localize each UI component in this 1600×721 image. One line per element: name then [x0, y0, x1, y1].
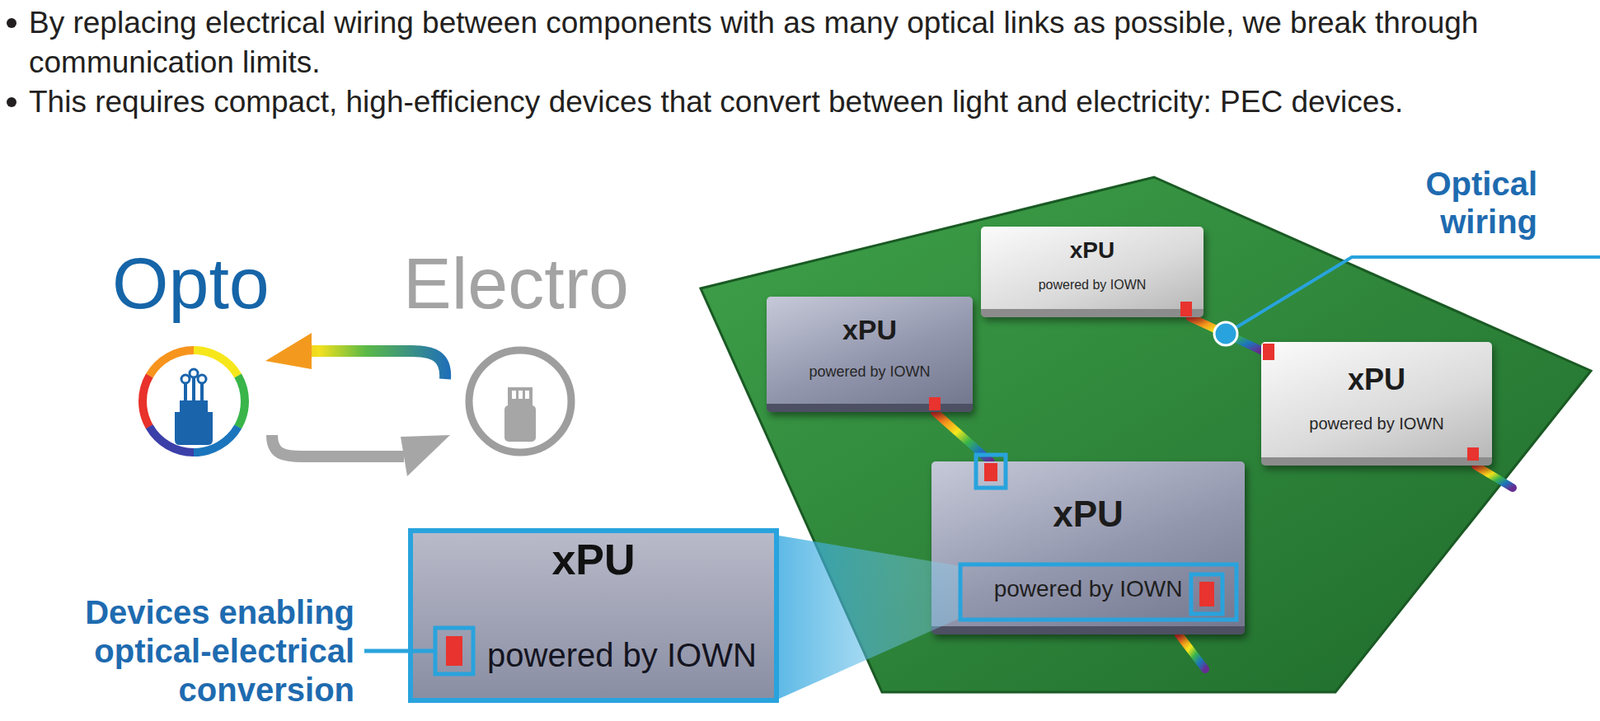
chip-name: xPU: [842, 314, 897, 346]
chip-name: xPU: [1052, 494, 1124, 535]
bullet-text: By replacing electrical wiring between c…: [28, 3, 1579, 83]
pec-device: [1467, 447, 1479, 461]
optical-wire-stub: [1475, 465, 1513, 488]
fiber-end: [181, 375, 190, 384]
chip-marking: powered by IOWN: [1038, 277, 1147, 293]
chip-package: xPU powered by IOWN: [766, 296, 973, 413]
optical-wire: [1190, 317, 1262, 351]
highlight-box: [435, 628, 474, 675]
plug-neck: [179, 400, 208, 414]
callout-label: Devices enabling optical-electrical conv…: [16, 593, 355, 710]
chip-name: xPU: [1069, 238, 1115, 264]
bullet-text: This requires compact, high-efficiency d…: [28, 82, 1579, 122]
chip-package: xPU powered by IOWN: [980, 226, 1204, 318]
conversion-arrow: [306, 351, 446, 380]
fiber-end: [197, 375, 207, 384]
chip-name: xPU: [551, 536, 635, 584]
arrowhead: [400, 435, 451, 477]
ring-segment: [123, 331, 263, 471]
chip-name: xPU: [1347, 363, 1406, 397]
chip-marking: powered by IOWN: [808, 364, 930, 381]
pin: [511, 390, 517, 399]
chip-marking: powered by IOWN: [1309, 414, 1444, 433]
ring-segment: [123, 331, 263, 471]
highlight-box: [975, 455, 1006, 488]
leader-line: [364, 649, 436, 654]
concept-label: Opto: [112, 247, 270, 320]
bullet: [6, 97, 17, 108]
concept-label: Electro: [403, 247, 629, 320]
opto-icon: [123, 331, 263, 471]
fiber-end: [189, 369, 198, 378]
pec-device: [445, 636, 463, 667]
plug-cap: [507, 387, 533, 408]
pin: [518, 390, 523, 399]
optical-wire-stub: [1178, 634, 1206, 670]
ring: [469, 350, 572, 453]
highlight-box: [1191, 574, 1223, 615]
arrowhead: [265, 333, 312, 370]
plug-body: [174, 412, 213, 446]
leader-line: [1225, 257, 1600, 334]
ring-segment: [123, 331, 263, 471]
plug-body: [504, 405, 536, 442]
electro-icon: [469, 350, 572, 453]
ring-segment: [123, 331, 263, 471]
chip-marking: powered by IOWN: [487, 637, 757, 674]
pec-device: [984, 463, 998, 482]
pec-device: [1180, 301, 1192, 317]
chip-marking: powered by IOWN: [994, 577, 1183, 603]
callout-label: Optical wiring: [1372, 164, 1538, 241]
fiber: [192, 375, 196, 401]
zoom-beam: [778, 535, 961, 700]
pec-device: [929, 397, 941, 411]
zoom-inset: xPU powered by IOWN: [408, 528, 779, 704]
pec-device: [1262, 343, 1275, 361]
leader-dot: [1214, 322, 1238, 346]
bullet: [6, 18, 17, 29]
pin: [525, 390, 530, 399]
chip-package: xPU powered by IOWN: [1261, 342, 1493, 466]
zoom-region: [960, 564, 1237, 620]
conversion-arrow: [272, 435, 404, 457]
pec-device: [1199, 581, 1215, 607]
ring-segment: [142, 350, 245, 453]
